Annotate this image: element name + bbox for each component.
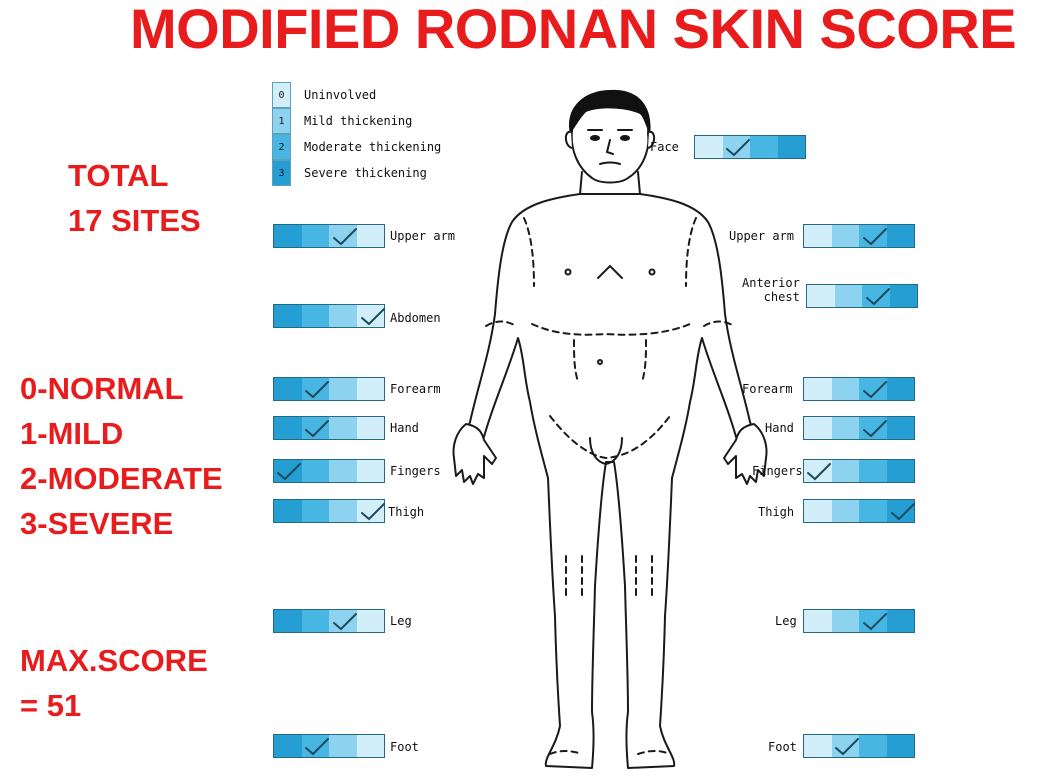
score-legend: 0 Uninvolved 1 Mild thickening 2 Moderat… xyxy=(272,82,441,186)
grade-0: 0-NORMAL xyxy=(20,366,223,411)
sites-count-line: 17 SITES xyxy=(68,198,201,243)
checkmark-icon xyxy=(804,378,916,402)
site-score-scale[interactable] xyxy=(806,284,918,308)
max-score-line: MAX.SCORE xyxy=(20,638,208,683)
site-label: Upper arm xyxy=(390,229,455,243)
site-label: Leg xyxy=(775,614,797,628)
page-title: MODIFIED RODNAN SKIN SCORE xyxy=(130,0,1016,61)
site-score-scale[interactable] xyxy=(273,377,385,401)
legend-row: 3 Severe thickening xyxy=(272,160,441,186)
checkmark-icon xyxy=(804,610,916,634)
grade-3: 3-SEVERE xyxy=(20,501,223,546)
checkmark-icon xyxy=(804,735,916,759)
site-score-scale[interactable] xyxy=(273,734,385,758)
checkmark-icon xyxy=(807,285,919,309)
grade-1: 1-MILD xyxy=(20,411,223,456)
checkmark-icon xyxy=(804,460,916,484)
site-label: Leg xyxy=(390,614,412,628)
site-score-scale[interactable] xyxy=(273,499,385,523)
checkmark-icon xyxy=(804,225,916,249)
checkmark-icon xyxy=(804,500,916,524)
site-score-scale[interactable] xyxy=(803,734,915,758)
site-label: Foot xyxy=(390,740,419,754)
site-label: Face xyxy=(650,140,679,154)
site-score-scale[interactable] xyxy=(803,224,915,248)
checkmark-icon xyxy=(804,417,916,441)
total-line: TOTAL xyxy=(68,153,201,198)
site-label: Thigh xyxy=(388,505,424,519)
site-score-scale[interactable] xyxy=(273,416,385,440)
legend-swatch: 2 xyxy=(272,134,291,160)
legend-label: Mild thickening xyxy=(304,114,412,128)
site-label: Hand xyxy=(390,421,419,435)
left-ear xyxy=(566,132,572,148)
legend-row: 0 Uninvolved xyxy=(272,82,441,108)
checkmark-icon xyxy=(274,417,386,441)
site-label: Upper arm xyxy=(729,229,794,243)
site-score-scale[interactable] xyxy=(694,135,806,159)
site-score-scale[interactable] xyxy=(273,224,385,248)
checkmark-icon xyxy=(274,305,386,329)
site-label: Thigh xyxy=(758,505,794,519)
site-score-scale[interactable] xyxy=(803,459,915,483)
checkmark-icon xyxy=(274,735,386,759)
site-score-scale[interactable] xyxy=(803,499,915,523)
body-figure xyxy=(440,86,780,778)
site-label: Forearm xyxy=(742,382,793,396)
checkmark-icon xyxy=(274,500,386,524)
legend-row: 2 Moderate thickening xyxy=(272,134,441,160)
legend-label: Moderate thickening xyxy=(304,140,441,154)
max-score-text: MAX.SCORE = 51 xyxy=(20,638,208,728)
site-score-scale[interactable] xyxy=(803,377,915,401)
checkmark-icon xyxy=(274,378,386,402)
site-label: Forearm xyxy=(390,382,441,396)
site-label: Fingers xyxy=(752,464,803,478)
legend-swatch: 0 xyxy=(272,82,291,108)
checkmark-icon xyxy=(274,460,386,484)
site-score-scale[interactable] xyxy=(273,459,385,483)
total-sites-text: TOTAL 17 SITES xyxy=(68,153,201,243)
site-score-scale[interactable] xyxy=(273,609,385,633)
body-outline xyxy=(464,194,756,768)
grades-text: 0-NORMAL 1-MILD 2-MODERATE 3-SEVERE xyxy=(20,366,223,546)
site-label: Fingers xyxy=(390,464,441,478)
checkmark-icon xyxy=(274,610,386,634)
legend-swatch: 1 xyxy=(272,108,291,134)
site-label: Anteriorchest xyxy=(742,276,800,304)
legend-swatch: 3 xyxy=(272,160,291,186)
legend-row: 1 Mild thickening xyxy=(272,108,441,134)
checkmark-icon xyxy=(274,225,386,249)
checkmark-icon xyxy=(695,136,807,160)
site-label: Foot xyxy=(768,740,797,754)
site-label: Hand xyxy=(765,421,794,435)
left-hand xyxy=(454,424,497,484)
site-label: Abdomen xyxy=(390,311,441,325)
legend-label: Uninvolved xyxy=(304,88,376,102)
site-score-scale[interactable] xyxy=(803,416,915,440)
grade-2: 2-MODERATE xyxy=(20,456,223,501)
max-score-value: = 51 xyxy=(20,683,208,728)
legend-label: Severe thickening xyxy=(304,166,427,180)
site-score-scale[interactable] xyxy=(803,609,915,633)
site-score-scale[interactable] xyxy=(273,304,385,328)
